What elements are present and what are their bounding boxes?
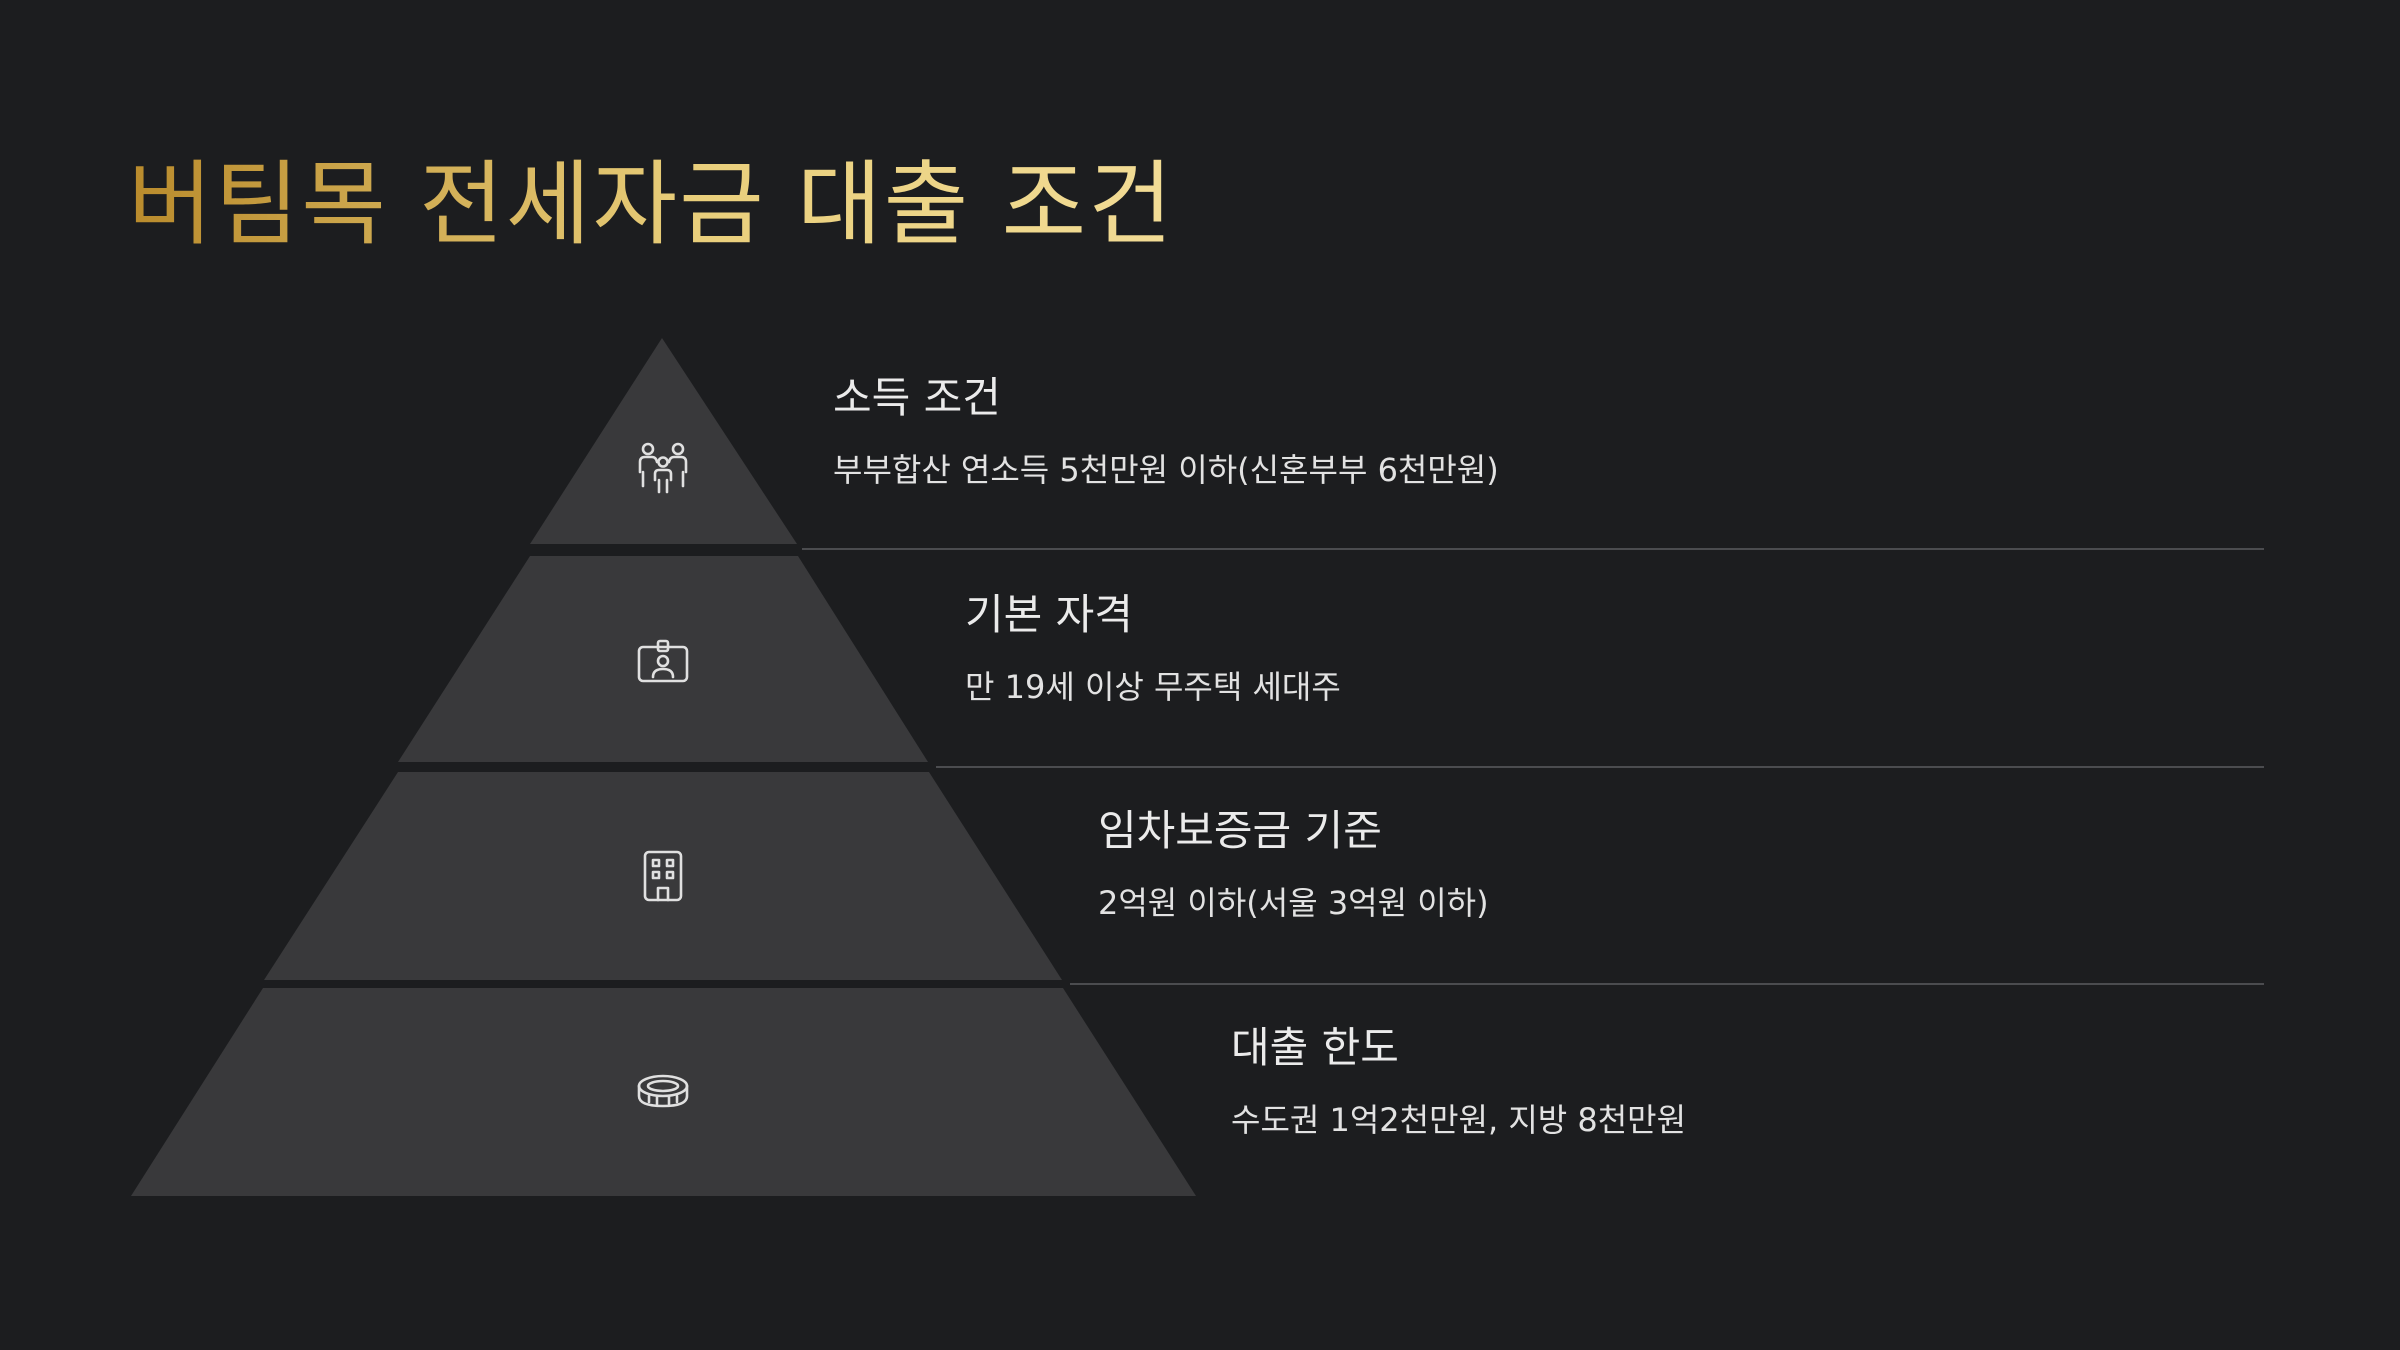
tier-description-loan-limit: 수도권 1억2천만원, 지방 8천만원	[1231, 1101, 1687, 1139]
tier-description-eligibility: 만 19세 이상 무주택 세대주	[965, 668, 1341, 706]
tier-description-deposit: 2억원 이하(서울 3억원 이하)	[1098, 884, 1489, 922]
tier-heading-eligibility: 기본 자격	[965, 590, 1133, 639]
family-icon	[635, 440, 691, 496]
tier-description-income: 부부합산 연소득 5천만원 이하(신혼부부 6천만원)	[833, 451, 1499, 489]
tier-text-1: 소득 조건 부부합산 연소득 5천만원 이하(신혼부부 6천만원)	[833, 370, 1499, 492]
tier-heading-deposit: 임차보증금 기준	[1098, 806, 1382, 855]
tier-text-4: 대출 한도 수도권 1억2천만원, 지방 8천만원	[1231, 1020, 1686, 1142]
tier-heading-income: 소득 조건	[833, 373, 1001, 422]
slide-title: 버팀목 전세자금 대출 조건	[128, 140, 1175, 270]
id-badge-icon	[635, 633, 691, 689]
tier-divider-1	[802, 548, 2264, 550]
pyramid-tier-2	[398, 556, 928, 762]
tier-text-3: 임차보증금 기준 2억원 이하(서울 3억원 이하)	[1098, 803, 1489, 925]
building-icon	[635, 848, 691, 904]
pyramid-tier-3	[264, 772, 1062, 980]
tier-heading-loan-limit: 대출 한도	[1231, 1023, 1399, 1072]
tier-text-2: 기본 자격 만 19세 이상 무주택 세대주	[965, 587, 1341, 709]
tier-divider-2	[936, 766, 2264, 768]
tier-divider-3	[1070, 983, 2264, 985]
coin-icon	[635, 1064, 691, 1120]
pyramid-tier-1	[530, 338, 797, 544]
